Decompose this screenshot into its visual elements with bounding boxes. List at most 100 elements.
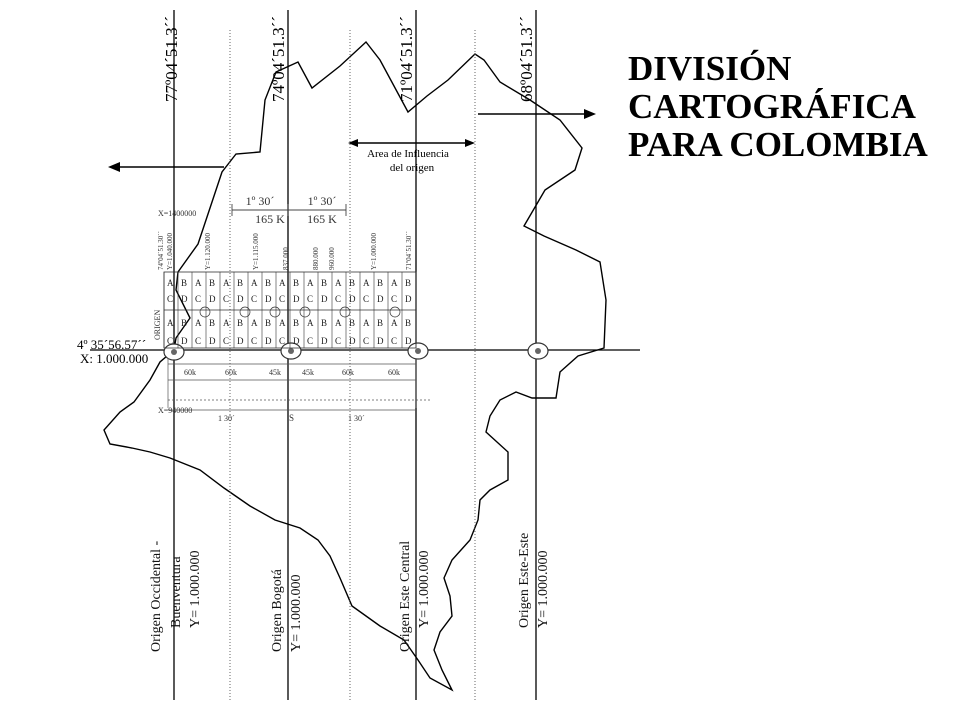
sheet-letter: B — [181, 318, 187, 328]
grid-x-bottom: X=940000 — [158, 406, 192, 415]
extent-arrow-right — [478, 109, 596, 119]
sheet-letter: A — [251, 278, 258, 288]
sheet-letter: A — [363, 318, 370, 328]
sheet-letter: C — [195, 294, 201, 304]
sheet-letter: D — [349, 336, 356, 346]
sheet-letter: A — [335, 278, 342, 288]
sheet-letter: D — [321, 336, 328, 346]
origin-y-central: Y= 1.000.000 — [417, 550, 432, 628]
sheet-letter: B — [237, 278, 243, 288]
sheet-letter: D — [293, 294, 300, 304]
sheet-letter: B — [377, 318, 383, 328]
sheet-letter: B — [349, 318, 355, 328]
title-line-1: DIVISIÓN — [628, 49, 792, 88]
origin-point-west — [163, 343, 185, 361]
sheet-letter: B — [209, 278, 215, 288]
spacing-row-lines — [167, 358, 417, 408]
sheet-center-mark — [269, 306, 281, 318]
sheet-letter: A — [167, 278, 174, 288]
sheet-letter: D — [349, 294, 356, 304]
sheet-center-mark — [299, 306, 311, 318]
sheet-letter: C — [223, 336, 229, 346]
sheet-letter: D — [405, 336, 412, 346]
sheet-letter: B — [321, 318, 327, 328]
sheet-letter: A — [279, 318, 286, 328]
sheet-letter: D — [181, 294, 188, 304]
meridian-label-west: 77º04´51.3´´ — [162, 16, 181, 102]
sheet-letter: B — [209, 318, 215, 328]
sheet-letter: D — [237, 336, 244, 346]
sheet-letter: B — [237, 318, 243, 328]
latitude-x-value: X: 1.000.000 — [80, 351, 148, 366]
sheet-letter: C — [335, 294, 341, 304]
sheet-letter: D — [209, 294, 216, 304]
sheet-center-mark — [239, 306, 251, 318]
sheet-letter: D — [265, 294, 272, 304]
sheet-letter: B — [181, 278, 187, 288]
sheet-letter: B — [265, 278, 271, 288]
sheet-letter: A — [335, 318, 342, 328]
grid-y-value: 960.000 — [328, 247, 336, 270]
sheet-grid-columns — [163, 272, 417, 348]
meridian-label-bogota: 74º04´51.3´´ — [269, 16, 288, 102]
extent-arrow-left — [108, 162, 224, 172]
sheet-letter: D — [181, 336, 188, 346]
sheet-letter: B — [349, 278, 355, 288]
zone-width-bracket — [231, 204, 347, 216]
grid-corner-right: 71º04´51.30´´ — [405, 231, 413, 270]
sheet-letter: C — [167, 294, 173, 304]
origin-name-bogota: Origen Bogotá — [270, 568, 285, 652]
sheet-letter: C — [307, 336, 313, 346]
meridian-label-central: 71º04´51.3´´ — [397, 16, 416, 102]
sheet-letter: D — [237, 294, 244, 304]
spacing-label: 60k — [225, 368, 237, 377]
sheet-letter: A — [363, 278, 370, 288]
origin-name-central: Origen Este Central — [398, 541, 413, 652]
origin-point-bogota — [280, 342, 302, 360]
sheet-center-mark — [199, 306, 211, 318]
sheet-letter: A — [251, 318, 258, 328]
grid-y-value: Y=1.000.000 — [370, 232, 378, 270]
sheet-letter: D — [265, 336, 272, 346]
sheet-letter: A — [223, 318, 230, 328]
sheet-letter: D — [293, 336, 300, 346]
grid-x-top: X=1400000 — [158, 209, 196, 218]
sheet-letter: C — [363, 294, 369, 304]
sheet-letter: D — [377, 294, 384, 304]
sheet-letter: C — [195, 336, 201, 346]
lower-bracket — [168, 399, 430, 411]
sheet-letter: A — [307, 318, 314, 328]
zone-boundaries — [229, 30, 476, 700]
influence-area-label-1: Area de Influencia — [367, 148, 449, 160]
origin-name-west: Origen Occidental - — [149, 540, 164, 652]
sheet-letter: B — [377, 278, 383, 288]
sheet-grid-marks — [199, 306, 401, 318]
title-line-3: PARA COLOMBIA — [628, 125, 928, 164]
sheet-letter: A — [167, 318, 174, 328]
origin-point-central — [407, 342, 429, 360]
spacing-label: 45k — [302, 368, 314, 377]
sheet-letter: C — [251, 336, 257, 346]
origin-name-west-2: Buenventura — [169, 556, 184, 628]
bottom-s: S — [289, 413, 294, 423]
sheet-letter: B — [293, 318, 299, 328]
sheet-letter: C — [391, 336, 397, 346]
sheet-letter: A — [279, 278, 286, 288]
sheet-letter: C — [391, 294, 397, 304]
sheet-letter: A — [195, 278, 202, 288]
bottom-angle-left: 1 30´ — [218, 414, 235, 423]
sheet-center-mark — [339, 306, 351, 318]
sheet-letter: C — [279, 336, 285, 346]
zone-dist-right: 165 K — [307, 212, 337, 226]
sheet-letter: D — [209, 336, 216, 346]
bottom-angle-right: 1 30´ — [348, 414, 365, 423]
latitude-label: 4º 35´56.57´´ — [77, 337, 146, 352]
sheet-letter: C — [223, 294, 229, 304]
spacing-label: 60k — [342, 368, 354, 377]
origin-points — [163, 342, 549, 361]
colombia-outline — [103, 40, 607, 692]
sheet-letter: C — [307, 294, 313, 304]
sheet-letter: C — [279, 294, 285, 304]
grid-y-value: 880.000 — [312, 247, 320, 270]
